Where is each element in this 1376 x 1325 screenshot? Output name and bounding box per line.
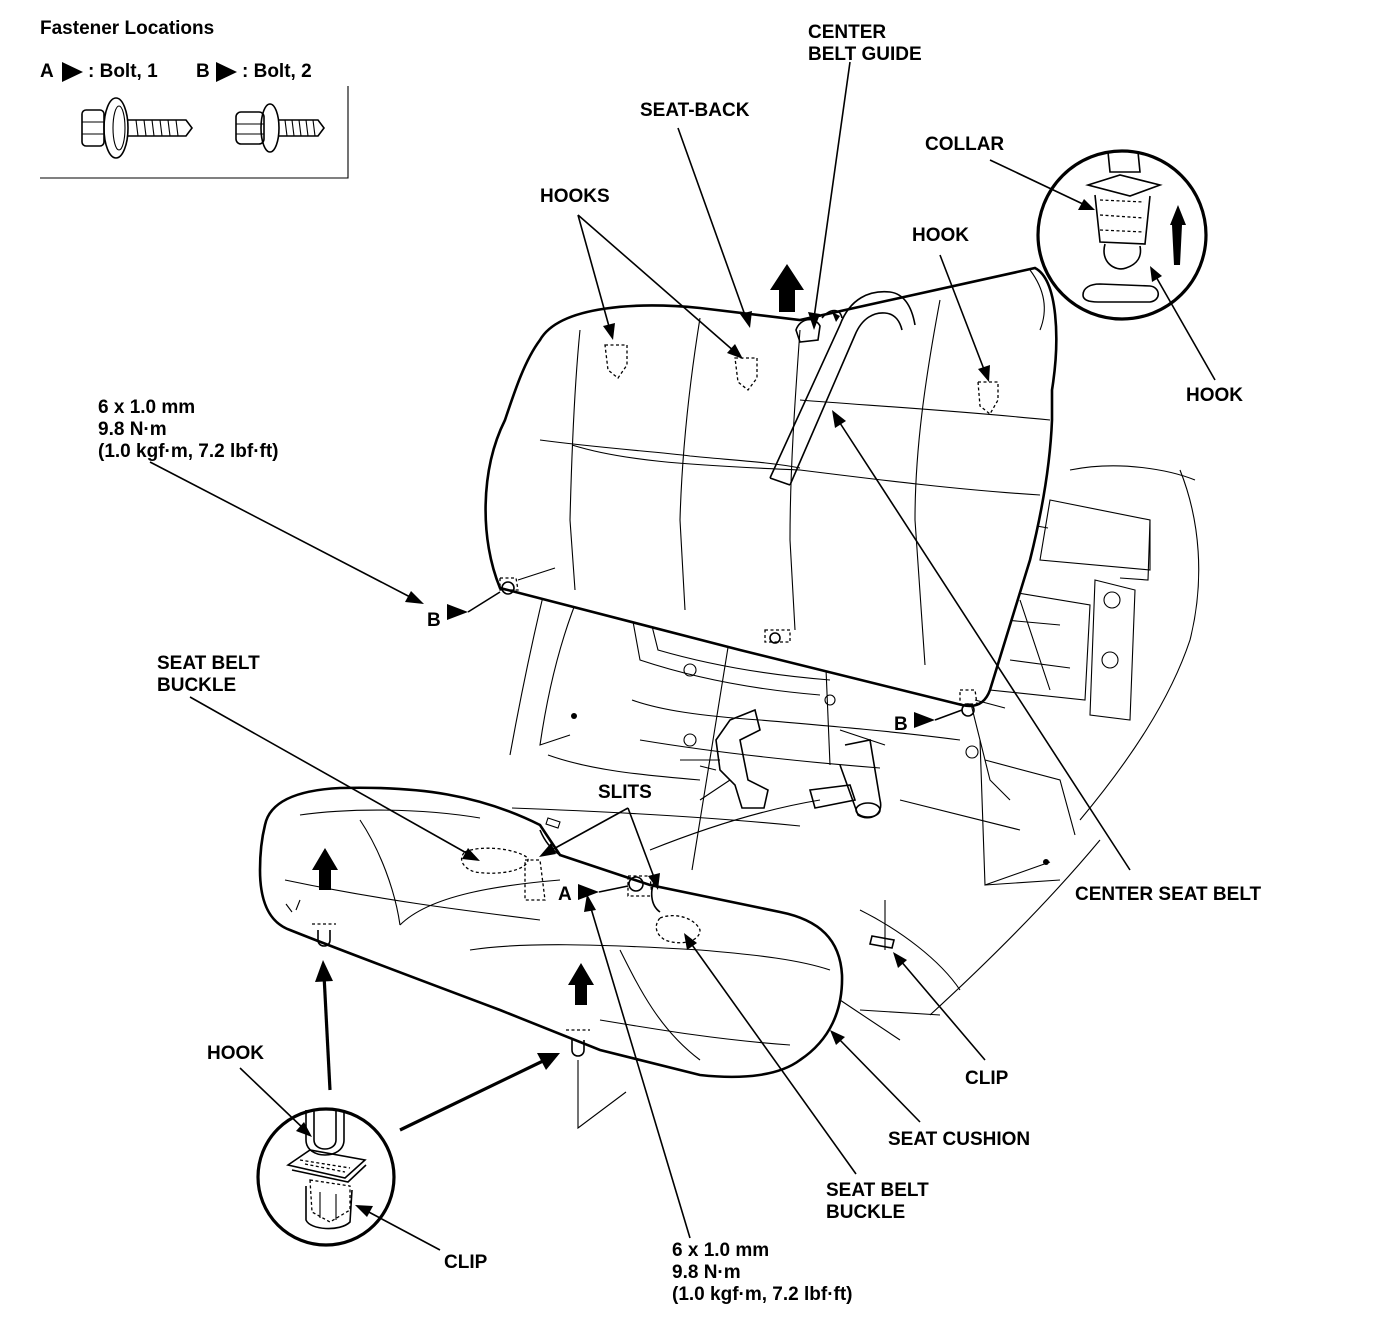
collar-inset xyxy=(1036,149,1208,321)
legend-frame xyxy=(40,86,349,179)
fastener-legend: Fastener Locations A : Bolt, 1 B : Bolt,… xyxy=(40,18,349,179)
seat-belt-buckle-right-label-2: BUCKLE xyxy=(826,1202,905,1223)
seat-cushion-label: SEAT CUSHION xyxy=(888,1129,1030,1150)
leader-lines xyxy=(149,61,1216,1251)
hook-icon xyxy=(977,381,999,415)
seat-back xyxy=(484,266,1058,717)
callout-labels: CENTER BELT GUIDE SEAT-BACK HOOKS COLLAR… xyxy=(98,22,1262,1305)
seat-belt-buckle-left-label-1: SEAT BELT xyxy=(157,653,260,674)
legend-b-arrow-icon xyxy=(216,62,237,82)
bolt-b-icon xyxy=(235,103,325,153)
center-seat-belt-label: CENTER SEAT BELT xyxy=(1075,884,1262,905)
seat-belt-buckle-icon xyxy=(461,847,529,874)
seat-cushion xyxy=(258,786,941,1130)
spec-left-torque: 9.8 N·m xyxy=(98,419,167,440)
clip-inset-left-label: CLIP xyxy=(444,1252,488,1273)
legend-a-text: : Bolt, 1 xyxy=(88,61,158,82)
spec-left-size: 6 x 1.0 mm xyxy=(98,397,195,418)
lift-arrow-icon xyxy=(568,963,594,1005)
bolt-b-right-label: B xyxy=(894,714,908,735)
seat-back-label: SEAT-BACK xyxy=(640,100,750,121)
legend-b-letter: B xyxy=(196,61,210,82)
legend-a-letter: A xyxy=(40,61,54,82)
hook-icon xyxy=(604,344,628,379)
center-belt-guide-label-2: BELT GUIDE xyxy=(808,44,922,65)
legend-a-arrow-icon xyxy=(62,62,83,82)
lift-arrow-icon xyxy=(1170,205,1186,265)
legend-title: Fastener Locations xyxy=(40,18,214,39)
center-belt-guide-label-1: CENTER xyxy=(808,22,886,43)
hook-clip-inset xyxy=(256,1107,396,1247)
bolt-a-icon xyxy=(81,97,193,159)
hooks-label: HOOKS xyxy=(540,186,610,207)
hook-icon xyxy=(571,1040,585,1057)
clip-right-label: CLIP xyxy=(965,1068,1009,1089)
lift-arrow-icon xyxy=(312,848,338,890)
slot-icon xyxy=(1082,283,1160,303)
bolt-b-marker-icon xyxy=(914,712,935,728)
floor-pan xyxy=(509,465,1200,1016)
hook-top-label: HOOK xyxy=(912,225,969,246)
spec-bottom-torque: 9.8 N·m xyxy=(672,1262,741,1283)
seat-belt-buckle-left-label-2: BUCKLE xyxy=(157,675,236,696)
hook-icon xyxy=(734,357,758,391)
hook-inset-left-label: HOOK xyxy=(207,1043,264,1064)
bolt-a-label: A xyxy=(558,884,572,905)
lift-arrow-icon xyxy=(770,264,804,312)
collar-label: COLLAR xyxy=(925,134,1004,155)
slits-label: SLITS xyxy=(598,782,652,803)
seat-belt-buckle-right-label-1: SEAT BELT xyxy=(826,1180,929,1201)
spec-left-torque-alt: (1.0 kgf·m, 7.2 lbf·ft) xyxy=(98,441,279,462)
floor-clip-icon xyxy=(869,935,895,949)
hook-icon xyxy=(317,930,331,947)
bolt-a-marker-icon xyxy=(578,884,599,900)
spec-bottom-torque-alt: (1.0 kgf·m, 7.2 lbf·ft) xyxy=(672,1284,853,1305)
legend-b-text: : Bolt, 2 xyxy=(242,61,312,82)
hook-inset-right-label: HOOK xyxy=(1186,385,1243,406)
bolt-b-marker-icon xyxy=(447,604,468,620)
bolt-b-left-label: B xyxy=(427,610,441,631)
spec-bottom-size: 6 x 1.0 mm xyxy=(672,1240,769,1261)
